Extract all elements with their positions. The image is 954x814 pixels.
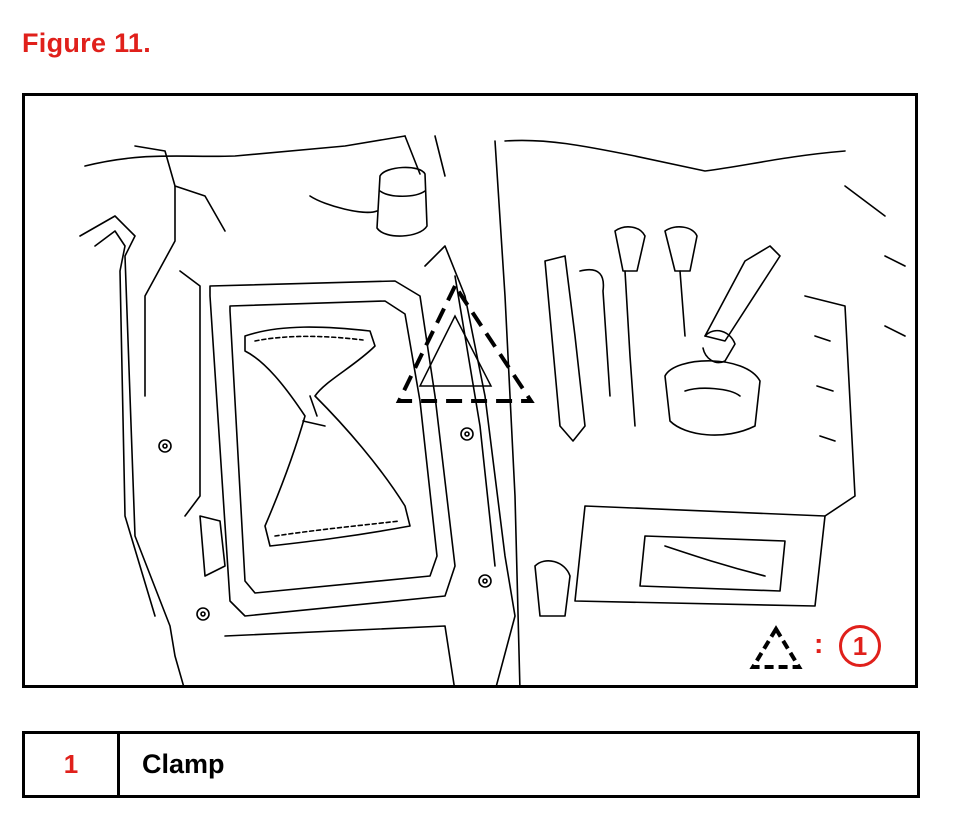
callout-separator: : <box>814 628 824 659</box>
legend-description-cell: Clamp <box>142 749 225 779</box>
console-line-drawing <box>79 135 906 685</box>
figure-frame <box>22 93 918 688</box>
legend-table: 1 Clamp <box>22 731 920 798</box>
dashed-triangle-clamp-marker-icon <box>749 625 803 669</box>
figure-title: Figure 11. <box>22 28 152 58</box>
legend-number-cell: 1 <box>25 734 120 795</box>
callout-number-circle: 1 <box>839 625 881 667</box>
callout-key <box>747 623 887 673</box>
